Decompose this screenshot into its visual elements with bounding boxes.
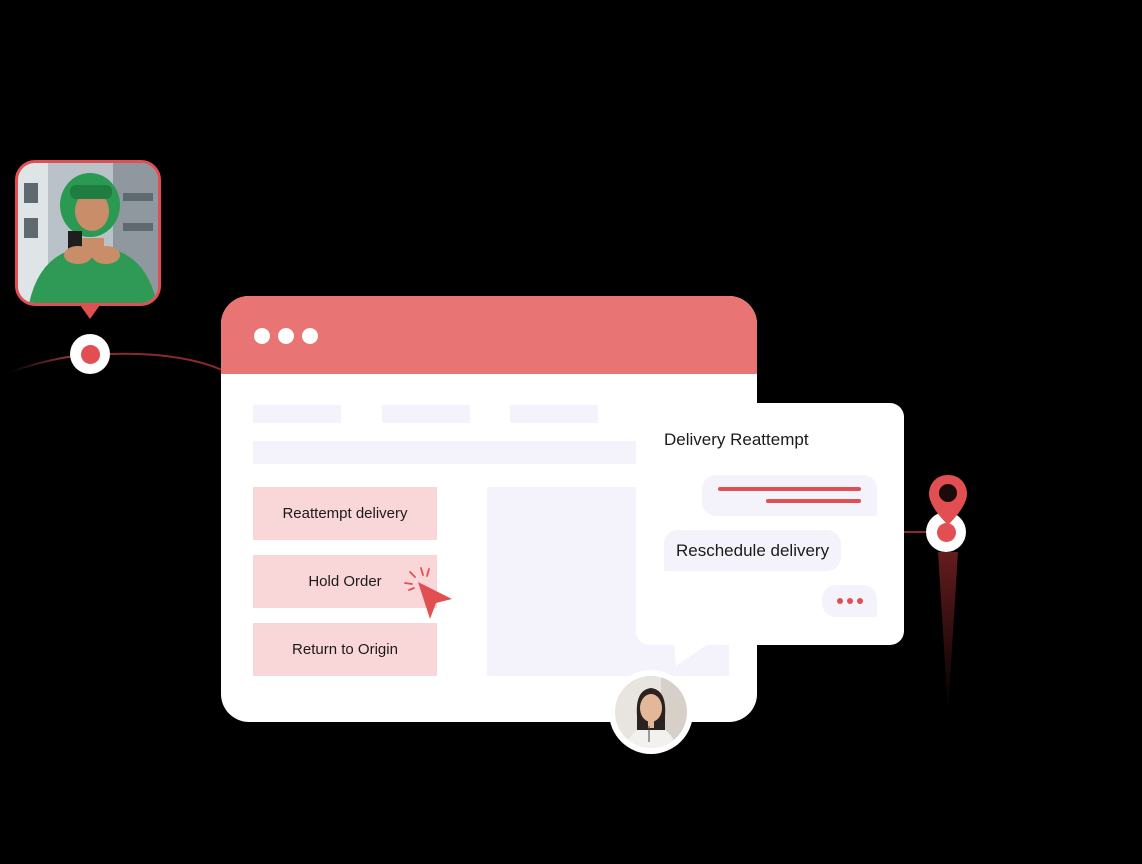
route-line-left-to-browser: [109, 352, 223, 371]
browser-titlebar: [221, 296, 757, 374]
chat-message-sent: [702, 475, 877, 516]
tab-placeholder-1: [253, 405, 341, 423]
cursor-icon: [404, 567, 452, 619]
chat-message-reply[interactable]: Reschedule delivery: [664, 530, 842, 571]
tab-placeholder-2: [382, 405, 470, 423]
reattempt-delivery-button[interactable]: Reattempt delivery: [253, 487, 437, 540]
chat-title: Delivery Reattempt: [664, 430, 809, 449]
typing-dots-icon: [822, 585, 877, 617]
courier-photo: [15, 160, 161, 306]
return-to-origin-button[interactable]: Return to Origin: [253, 623, 437, 676]
agent-avatar: [609, 670, 693, 754]
location-dot-icon: [70, 334, 110, 374]
window-dot-1[interactable]: [254, 328, 270, 344]
chat-popup: Delivery Reattempt Reschedule delivery: [636, 403, 904, 645]
hold-order-button[interactable]: Hold Order: [253, 555, 437, 608]
courier-photo-pointer: [80, 305, 100, 319]
location-dot-icon-right: [926, 512, 966, 552]
window-dot-2[interactable]: [278, 328, 294, 344]
window-dot-3[interactable]: [302, 328, 318, 344]
browser-window: Reattempt delivery Hold Order Return to …: [221, 296, 757, 722]
chat-popup-tail: [674, 644, 708, 666]
search-bar-placeholder: [253, 441, 643, 464]
courier-figure: [29, 173, 157, 303]
agent-figure: [615, 676, 687, 748]
pin-trail: [938, 552, 958, 712]
map-pin-icon: [929, 475, 967, 525]
tab-placeholder-3: [510, 405, 598, 423]
